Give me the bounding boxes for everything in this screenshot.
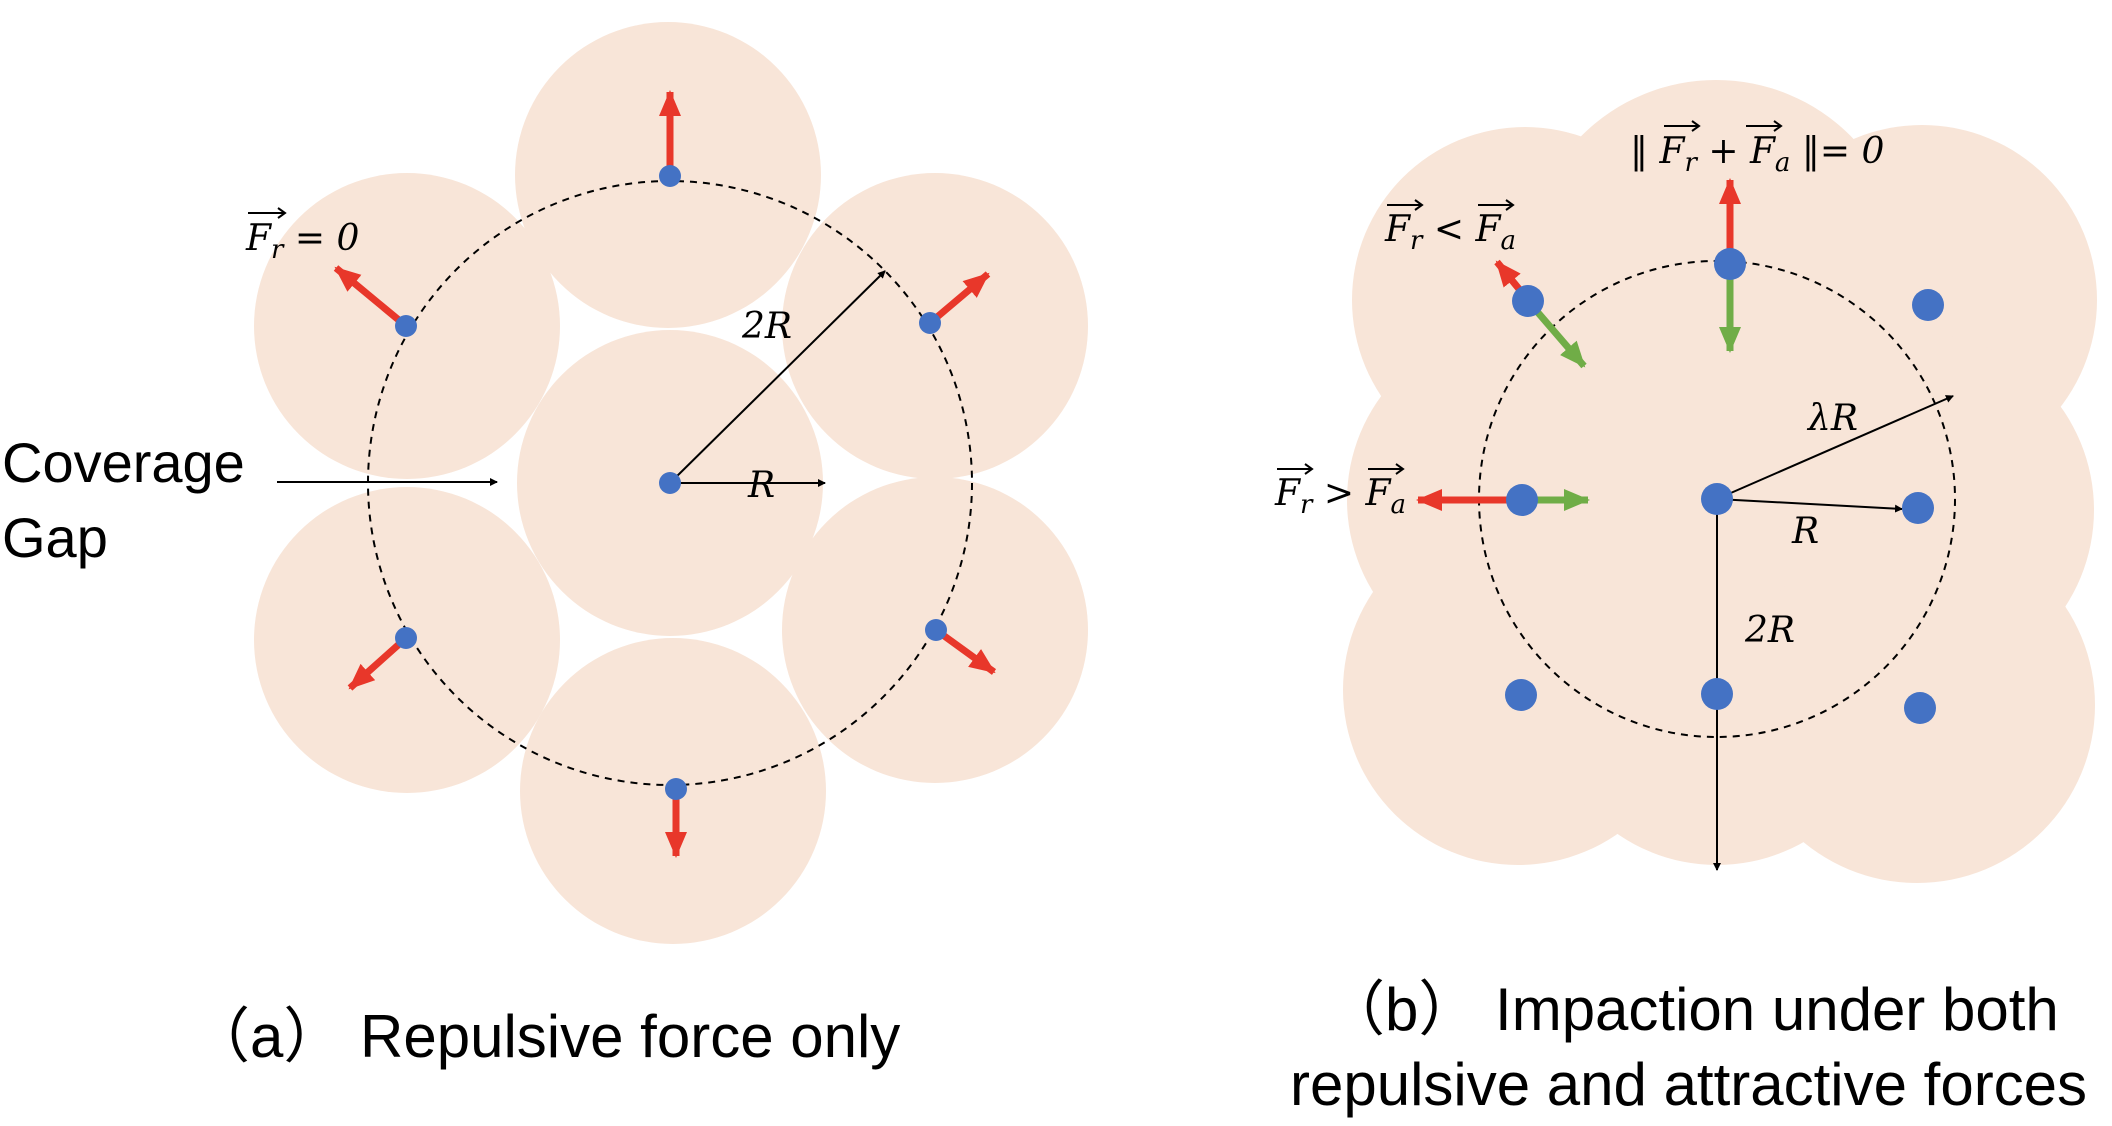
vector-bar	[248, 207, 287, 219]
force-a-sub: a	[1390, 490, 1406, 520]
force-less-label-b: Fr < Fa	[1384, 199, 1516, 256]
node-center	[659, 472, 681, 494]
force-symbol: F	[245, 218, 273, 259]
lambda-r-arrow-b	[1716, 395, 1954, 500]
force-zero-label-text: Fr = 0	[245, 218, 359, 265]
force-a-sub: a	[1500, 226, 1516, 256]
greater-op: >	[1312, 473, 1365, 514]
force-a-symbol: F	[1474, 209, 1502, 250]
node-lower-left	[395, 627, 417, 649]
node-upper-left	[395, 315, 417, 337]
norm-close: ‖= 0	[1790, 131, 1884, 172]
node-upper-right	[919, 312, 941, 334]
panel-a: 2R R Fr = 0 Coverage Gap （a） Repulsive f…	[2, 22, 1088, 1070]
force-rhs: = 0	[283, 218, 359, 259]
node-b-upper-right	[1912, 289, 1944, 321]
node-b-left	[1506, 484, 1538, 516]
node-top	[659, 165, 681, 187]
coverage-gap-label-line2: Gap	[2, 506, 108, 569]
repulsive-arrows-a	[333, 90, 997, 858]
force-sum-label-text: ‖ Fr + Fa ‖= 0	[1630, 131, 1884, 178]
caption-b-line1: （b） Impaction under both	[1325, 976, 2059, 1043]
nodes-b	[1505, 248, 1944, 724]
vector-bar-a	[1478, 199, 1515, 211]
node-b-lower-right	[1904, 692, 1936, 724]
force-r-sub: r	[1684, 148, 1698, 178]
force-r-symbol: F	[1658, 131, 1686, 172]
coverage-gap-label-line1: Coverage	[2, 431, 245, 494]
less-op: <	[1422, 209, 1475, 250]
node-b-right	[1902, 492, 1934, 524]
force-a-sub: a	[1775, 148, 1791, 178]
force-a-symbol: F	[1749, 131, 1777, 172]
node-b-top	[1714, 248, 1746, 280]
norm-open: ‖	[1630, 131, 1659, 172]
r-arrow-b	[1716, 498, 1903, 513]
vector-bar-a	[1746, 120, 1783, 132]
force-subscript: r	[271, 235, 285, 265]
vector-bar-r	[1664, 120, 1701, 132]
node-b-bottom	[1701, 678, 1733, 710]
force-r-sub: r	[1300, 490, 1314, 520]
repulsive-arrow-lower-left	[347, 635, 409, 691]
node-b-lower-left	[1505, 679, 1537, 711]
node-b-center	[1701, 483, 1733, 515]
force-r-symbol: F	[1384, 209, 1412, 250]
force-r-sub: r	[1410, 226, 1424, 256]
force-greater-label-b: Fr > Fa	[1274, 463, 1406, 520]
repulsive-arrow-upper-left	[333, 265, 409, 329]
repulsive-arrow-upper-right	[927, 271, 991, 326]
vector-bar-r	[1387, 199, 1424, 211]
coverage-union-b	[1343, 80, 2097, 883]
nodes-a	[395, 165, 947, 800]
node-b-upper-left	[1512, 285, 1544, 317]
force-sum-label-b: ‖ Fr + Fa ‖= 0	[1630, 120, 1884, 178]
plus-op: +	[1697, 131, 1750, 172]
lambda-r-label-b: λR	[1806, 398, 1858, 439]
two-r-label-a: 2R	[741, 306, 792, 347]
caption-a: （a） Repulsive force only	[190, 1003, 900, 1070]
force-zero-label-a: Fr = 0	[245, 207, 359, 265]
r-label-b: R	[1791, 511, 1819, 552]
two-r-arrow-a	[669, 270, 886, 484]
two-r-label-b: 2R	[1744, 610, 1795, 651]
vector-bar-r	[1277, 463, 1314, 475]
node-bottom	[665, 778, 687, 800]
caption-b-line2: repulsive and attractive forces	[1290, 1051, 2087, 1118]
r-label-a: R	[747, 465, 775, 506]
panel-b: λR R 2R ‖ Fr + Fa ‖= 0 Fr < Fa Fr > Fa	[1274, 80, 2097, 1118]
node-lower-right	[925, 619, 947, 641]
force-greater-label-text: Fr > Fa	[1274, 473, 1406, 520]
force-a-symbol: F	[1364, 473, 1392, 514]
force-less-label-text: Fr < Fa	[1384, 209, 1516, 256]
force-r-symbol: F	[1274, 473, 1302, 514]
repulsive-arrow-lower-right	[933, 627, 997, 675]
vector-bar-a	[1368, 463, 1405, 475]
